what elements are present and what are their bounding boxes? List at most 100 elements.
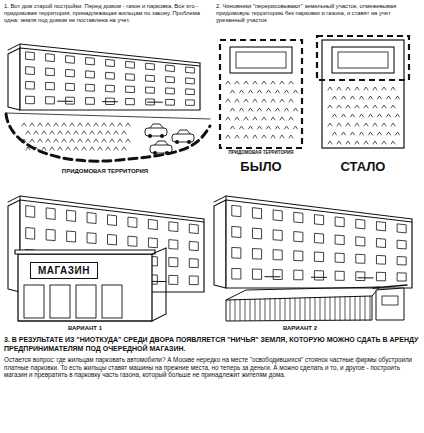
- variant-label: ВАРИАНТ 1: [40, 325, 130, 332]
- grass-mark: [289, 117, 293, 120]
- grass-mark: [98, 131, 102, 134]
- fence-bar: [325, 297, 326, 320]
- house-window: [87, 212, 96, 223]
- house-window: [356, 219, 365, 229]
- house-window: [232, 268, 241, 279]
- grass-mark: [364, 87, 368, 90]
- grass-mark: [244, 135, 248, 138]
- grass-mark: [118, 139, 122, 142]
- grass-mark: [46, 123, 50, 126]
- house-window: [126, 61, 135, 68]
- grass-mark: [387, 114, 391, 117]
- grass-mark: [378, 132, 382, 135]
- house-window: [335, 235, 344, 245]
- yard-boundary: [6, 114, 210, 161]
- house-window: [46, 229, 55, 240]
- grass-mark: [262, 99, 266, 102]
- fence-bar: [290, 298, 291, 320]
- grass-mark: [94, 123, 98, 126]
- house-window: [46, 68, 55, 76]
- fence-bar: [340, 297, 341, 321]
- house-window: [356, 254, 365, 263]
- grass-mark: [267, 126, 271, 129]
- grass-mark: [360, 96, 364, 99]
- grass-mark: [226, 81, 230, 84]
- entrance-canopy: [311, 277, 326, 278]
- grass-mark: [122, 147, 126, 150]
- grass-mark: [42, 131, 46, 134]
- entrance-canopy: [150, 281, 165, 282]
- house-window: [189, 276, 198, 285]
- entrance-canopy: [58, 101, 73, 102]
- fence-bar: [345, 297, 346, 321]
- grass-mark: [231, 90, 235, 93]
- house-window: [86, 71, 95, 78]
- grass-mark: [54, 123, 58, 126]
- grass-mark: [42, 147, 46, 150]
- house-window: [356, 237, 365, 246]
- house-window: [314, 271, 323, 280]
- result-note: Остается вопрос: где жильцам парковать а…: [4, 356, 420, 379]
- house-window: [106, 72, 115, 79]
- grass-mark: [355, 105, 359, 108]
- grass-mark: [244, 81, 248, 84]
- house-window: [46, 97, 55, 104]
- house-window: [26, 81, 35, 89]
- house-window: [108, 215, 117, 226]
- grass-mark: [328, 123, 332, 126]
- fence-bar: [250, 299, 251, 320]
- house-window: [66, 97, 75, 104]
- fence-bar: [300, 298, 301, 321]
- shop-window: [102, 285, 122, 318]
- house-window: [397, 240, 406, 249]
- entrance-canopy: [265, 276, 280, 277]
- house-roof: [8, 196, 204, 219]
- house-window: [252, 269, 261, 279]
- house-window: [273, 210, 282, 221]
- grass-mark: [369, 96, 373, 99]
- grass-mark: [271, 99, 275, 102]
- house-roof: [412, 219, 413, 222]
- house-window: [46, 82, 55, 89]
- grass-mark: [46, 139, 50, 142]
- house-roof: [226, 196, 227, 200]
- grass-mark: [271, 81, 275, 84]
- grass-mark: [396, 114, 400, 117]
- house-window: [252, 228, 261, 239]
- house-window: [186, 67, 195, 73]
- house-window: [335, 217, 344, 227]
- grass-mark: [267, 90, 271, 93]
- house-window: [169, 275, 178, 284]
- grass-mark: [271, 117, 275, 120]
- house-plan-inner: [236, 52, 286, 68]
- car-sketch: [145, 124, 167, 138]
- grass-mark: [289, 135, 293, 138]
- area-label: ПРИДОМОВАЯ ТЕРРИТОРИЯ: [212, 150, 310, 155]
- fence-bar: [350, 297, 351, 321]
- grass-mark: [30, 139, 34, 142]
- house-window: [126, 86, 135, 93]
- fence-bar: [265, 299, 266, 321]
- house-window: [232, 205, 241, 216]
- grass-mark: [240, 90, 244, 93]
- house-window: [273, 250, 282, 260]
- shop-side: [152, 248, 166, 321]
- car-sketch: [172, 130, 194, 144]
- grass-mark: [235, 135, 239, 138]
- grass-mark: [382, 87, 386, 90]
- house-window: [169, 240, 178, 250]
- grass-mark: [346, 105, 350, 108]
- grass-mark: [82, 147, 86, 150]
- grass-mark: [226, 117, 230, 120]
- grass-mark: [90, 131, 94, 134]
- house-window: [314, 252, 323, 262]
- grass-mark: [58, 147, 62, 150]
- house-window: [146, 63, 155, 70]
- grass-mark: [391, 123, 395, 126]
- house-window: [67, 210, 76, 221]
- paid-parking-fence: [226, 285, 407, 321]
- grass-mark: [360, 132, 364, 135]
- grass-mark: [118, 123, 122, 126]
- grass-mark: [355, 87, 359, 90]
